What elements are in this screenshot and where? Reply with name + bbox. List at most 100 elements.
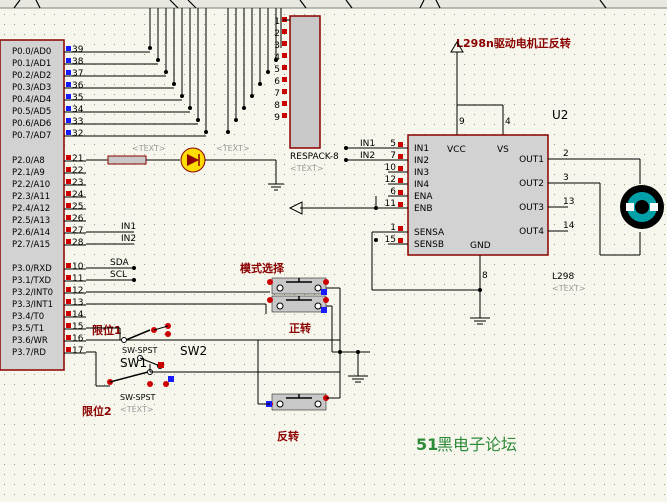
pin-marker: [66, 335, 71, 340]
net-label-in2-u2: IN2: [360, 151, 375, 161]
top-toolbar-fragment: [0, 0, 667, 9]
net-label-scl: SCL: [110, 270, 127, 280]
mcu-pin-name: P2.2/A10: [12, 180, 50, 190]
status-led[interactable]: [180, 147, 206, 173]
mcu-pin-number: 33: [72, 117, 83, 127]
respack-component[interactable]: [289, 15, 321, 149]
mcu-pin-name: P2.1/A9: [12, 168, 45, 178]
pin-marker: [66, 203, 71, 208]
mcu-pin-number: 35: [72, 93, 83, 103]
u2-pin-name: OUT3: [519, 203, 544, 213]
respack-name: RESPACK-8: [290, 152, 339, 162]
sw1-type: SW-SPST: [122, 346, 158, 355]
limit-switch-1[interactable]: [86, 323, 340, 343]
respack-pin-number: 1: [274, 17, 280, 27]
mcu-pin-number: 28: [72, 238, 84, 248]
mcu-pin-number: 24: [72, 190, 84, 200]
watermark-text: 黑电子论坛: [437, 435, 517, 454]
mcu-pin-name: P0.6/AD6: [12, 119, 51, 129]
mcu-pin-number: 38: [72, 57, 84, 67]
mcu-pin-number: 12: [72, 286, 83, 296]
pin-marker: [66, 299, 71, 304]
u2-pin-name: VCC: [447, 145, 466, 155]
mcu-pin-number: 11: [72, 274, 83, 284]
mcu-pin-name: P2.5/A13: [12, 216, 50, 226]
pin-marker: [66, 155, 71, 160]
pin-marker: [66, 323, 71, 328]
mcu-pin-name: P0.3/AD3: [12, 83, 51, 93]
enable-arrow: [288, 201, 303, 215]
mcu-pin-name: P3.2/INT0: [12, 288, 53, 298]
pin-marker: [66, 82, 71, 87]
u2-pin-name: OUT1: [519, 155, 544, 165]
u2-pin-number: 8: [482, 271, 488, 281]
pin-marker: [66, 94, 71, 99]
pin-marker: [398, 166, 403, 171]
u2-part: L298: [552, 272, 574, 282]
mcu-pin-name: P0.7/AD7: [12, 131, 51, 141]
pin-marker: [66, 239, 71, 244]
mcu-pin-number: 36: [72, 81, 84, 91]
label-mode-select: 模式选择: [240, 261, 285, 275]
port0-bus: [149, 8, 282, 132]
pin-marker: [66, 118, 71, 123]
sw2-ref: SW2: [180, 344, 207, 358]
respack-pin-number: 7: [274, 89, 280, 99]
sw2-type: SW-SPST: [120, 393, 156, 402]
pin-marker: [398, 178, 403, 183]
forward-button[interactable]: [86, 295, 329, 314]
net-label-in2-mcu: IN2: [121, 234, 136, 244]
mode-select-button[interactable]: [86, 277, 329, 295]
u2-pin-name: GND: [470, 241, 491, 251]
pin-marker: [66, 46, 71, 51]
mcu-pin-number: 27: [72, 226, 83, 236]
mcu-pin-name: P2.4/A12: [12, 204, 50, 214]
mcu-pin-name: P3.7/RD: [12, 348, 46, 358]
dc-motor[interactable]: [620, 185, 664, 229]
net-label-sda: SDA: [110, 258, 129, 268]
pin-marker: [398, 202, 403, 207]
watermark-number: 51: [416, 435, 438, 454]
u2-pin-name: IN1: [414, 144, 429, 154]
mcu-pin-name: P2.6/A14: [12, 228, 50, 238]
reverse-button[interactable]: [266, 393, 329, 411]
u2-pin-name: SENSB: [414, 240, 444, 250]
u2-pin-name: IN3: [414, 168, 429, 178]
u2-pin-number: 1: [390, 223, 396, 233]
u2-pin-number: 15: [385, 235, 396, 245]
respack-text: <TEXT>: [290, 164, 324, 173]
mcu-pin-number: 13: [72, 298, 83, 308]
resistor-text: <TEXT>: [132, 144, 166, 153]
mcu-pin-number: 32: [72, 129, 83, 139]
pin-marker: [282, 89, 287, 94]
limit-switch-2[interactable]: [86, 351, 340, 387]
mcu-pin-name: P3.1/TXD: [12, 276, 52, 286]
u2-pin-number: 13: [563, 197, 574, 207]
mcu-pin-number: 17: [72, 346, 83, 356]
respack-pin-number: 4: [274, 53, 280, 63]
u2-pin-number: 4: [505, 117, 511, 127]
u2-pin-number: 10: [385, 163, 397, 173]
label-limit1: 限位1: [92, 323, 122, 337]
mcu-pin-number: 37: [72, 69, 83, 79]
mcu-pin-number: 22: [72, 166, 83, 176]
current-limit-resistor[interactable]: [107, 155, 147, 165]
pin-marker: [282, 77, 287, 82]
u2-pin-number: 3: [563, 173, 569, 183]
mcu-chip[interactable]: [0, 39, 65, 371]
respack-pin-number: 9: [274, 113, 280, 123]
mcu-pin-name: P2.3/A11: [12, 192, 50, 202]
net-label-in1-u2: IN1: [360, 139, 375, 149]
pin-marker: [66, 58, 71, 63]
pin-marker: [282, 41, 287, 46]
mcu-pin-number: 25: [72, 202, 83, 212]
u2-chip[interactable]: [407, 134, 549, 256]
mcu-pin-number: 10: [72, 262, 84, 272]
mcu-pin-name: P2.7/A15: [12, 240, 50, 250]
u2-pin-name: IN2: [414, 156, 429, 166]
u2-pin-number: 11: [385, 199, 396, 209]
label-reverse: 反转: [277, 429, 299, 443]
mcu-pin-name: P3.6/WR: [12, 336, 48, 346]
mcu-pin-name: P3.0/RXD: [12, 264, 52, 274]
